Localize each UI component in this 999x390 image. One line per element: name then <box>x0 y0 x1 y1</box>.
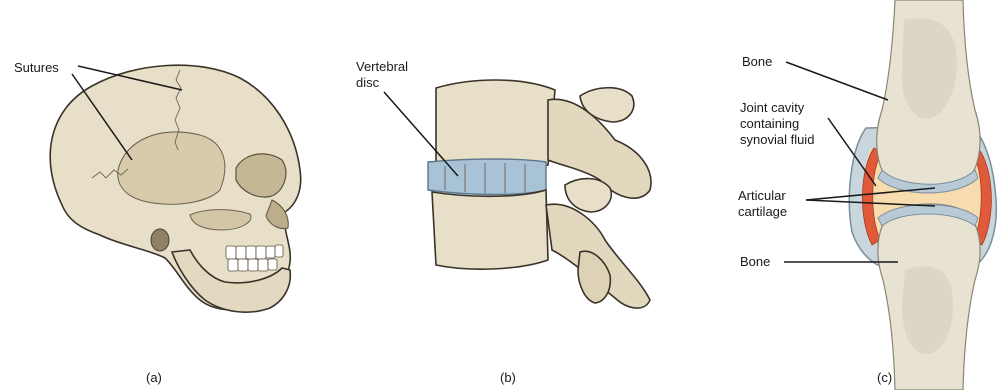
lower-articular-process <box>565 179 611 212</box>
label-joint-line2: containing <box>740 116 799 131</box>
upper-vertebral-body <box>436 80 555 170</box>
label-vertebral-line2: disc <box>356 75 380 90</box>
label-articular-line1: Articular <box>738 188 786 203</box>
leader-bone-top <box>786 62 888 100</box>
skull-teeth <box>226 245 283 271</box>
label-vertebral-line1: Vertebral <box>356 59 408 74</box>
label-articular-line2: cartilage <box>738 204 787 219</box>
panel-b-vertebrae: Vertebral disc (b) <box>356 59 651 385</box>
panel-c-joint: Bone Joint cavity containing synovial fl… <box>738 0 996 390</box>
lower-vertebral-body <box>432 190 548 269</box>
caption-c: (c) <box>877 370 892 385</box>
caption-b: (b) <box>500 370 516 385</box>
label-joint-line3: synovial fluid <box>740 132 814 147</box>
caption-a: (a) <box>146 370 162 385</box>
label-sutures: Sutures <box>14 60 59 75</box>
label-bone-top: Bone <box>742 54 772 69</box>
label-bone-bottom: Bone <box>740 254 770 269</box>
panel-a-skull: Sutures (a) <box>14 60 301 385</box>
skull-ear-canal <box>151 229 169 251</box>
label-joint-line1: Joint cavity <box>740 100 805 115</box>
vertebral-disc <box>428 159 546 195</box>
